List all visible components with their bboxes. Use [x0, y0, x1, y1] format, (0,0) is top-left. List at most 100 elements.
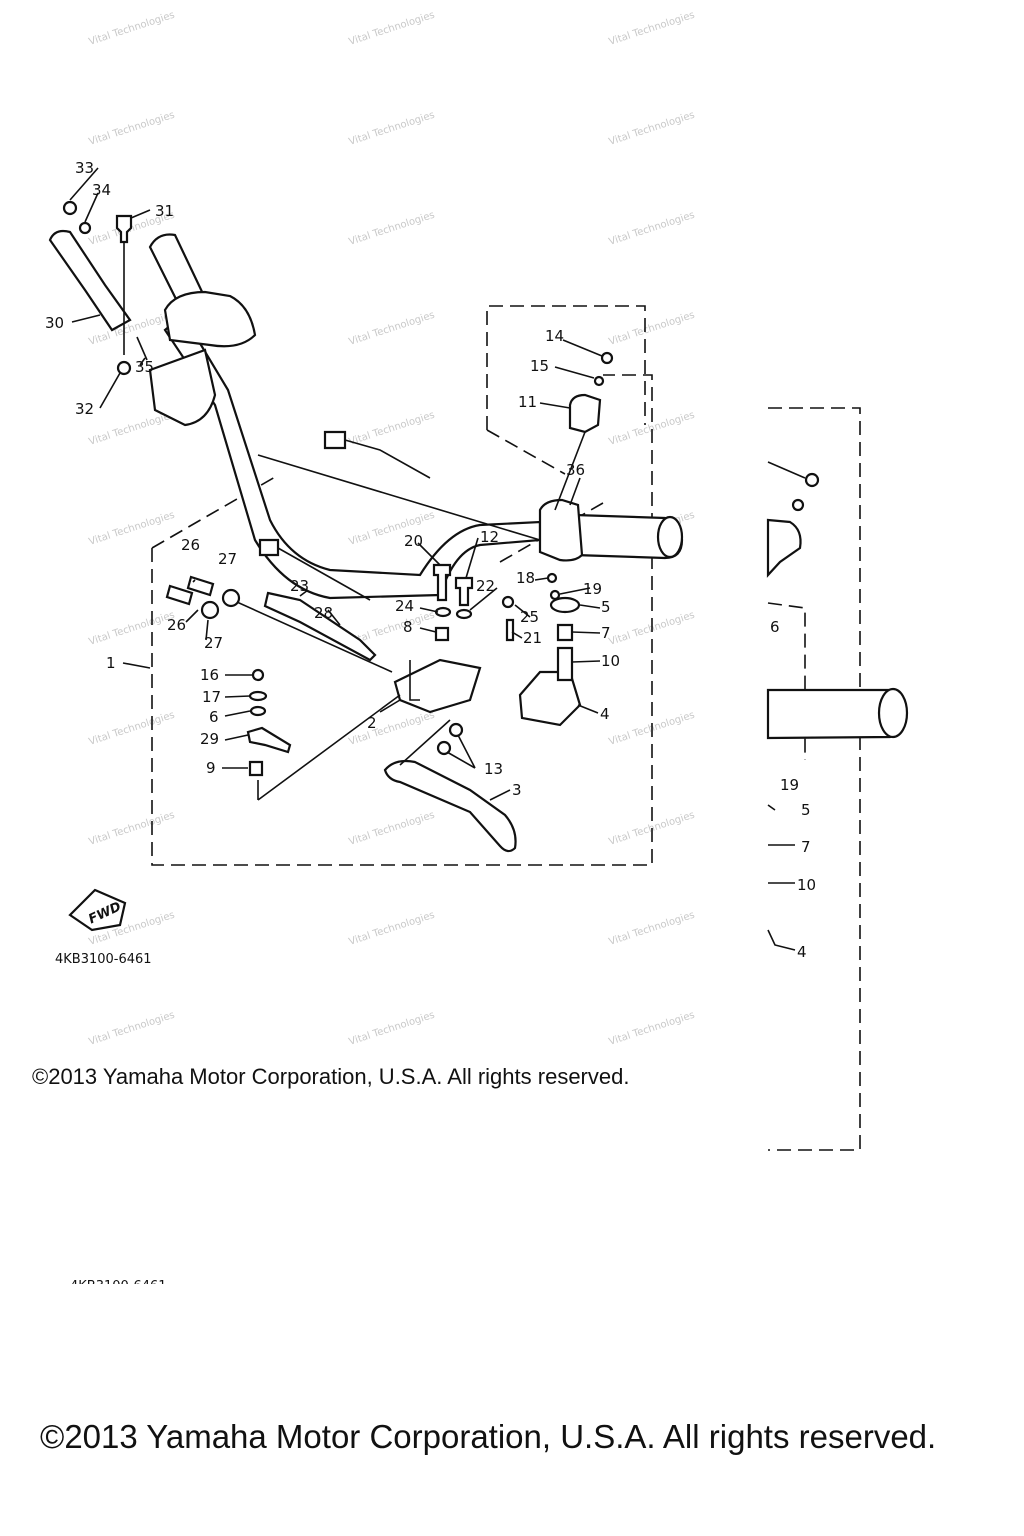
part-code-clipped: 4KB3100-6461	[70, 1279, 167, 1294]
nut-13b	[436, 740, 452, 756]
watermark-text: Vital Technologies	[608, 110, 697, 148]
washer-22	[455, 608, 473, 620]
guide-v-left	[257, 694, 401, 801]
zoom-screw	[804, 472, 820, 488]
zoom-switch	[766, 518, 802, 578]
watermark-text: Vital Technologies	[88, 110, 177, 148]
callout-10: 10	[601, 652, 620, 670]
locknut-27a	[221, 588, 241, 608]
callout-1: 1	[106, 654, 116, 672]
callout-6: 6	[209, 708, 219, 726]
callout-24: 24	[395, 597, 414, 615]
watermark-text: Vital Technologies	[88, 710, 177, 748]
left-lever	[48, 229, 132, 332]
nut-32	[116, 360, 132, 376]
callout-7: 7	[601, 624, 611, 642]
callout-34: 34	[92, 181, 111, 199]
bolt-33	[62, 200, 78, 216]
watermark-text: Vital Technologies	[88, 410, 177, 448]
callout-30: 30	[45, 314, 64, 332]
bolt-20	[432, 563, 452, 602]
watermark-text: Vital Technologies	[348, 110, 437, 148]
cable-28	[263, 591, 377, 662]
callout-22: 22	[476, 577, 495, 595]
part-code-partial: 4KB3100-6461	[70, 1279, 167, 1294]
left-grip	[148, 233, 207, 309]
watermark-text: Vital Technologies	[608, 10, 697, 48]
callout-13: 13	[484, 760, 503, 778]
collar-8	[434, 626, 450, 642]
zoom-callout-6: 6	[770, 618, 780, 636]
zoom-inset-boundary	[768, 407, 861, 1151]
zoom-lead-lines	[767, 461, 806, 951]
screw-16	[251, 668, 265, 682]
connector-upper	[323, 430, 347, 450]
washer-6	[249, 705, 267, 717]
wire-upper	[344, 439, 431, 479]
leader-lines	[69, 167, 603, 801]
callout-5: 5	[601, 598, 611, 616]
callout-21: 21	[523, 629, 542, 647]
zoom-grip-end	[877, 687, 909, 739]
watermark-text: Vital Technologies	[348, 410, 437, 448]
callout-26-bottom: 26	[167, 616, 186, 634]
callout-layer: 33 34 31 30 35 32 14 15 11 36 20 12 22 2…	[45, 159, 816, 961]
left-lever-clamp	[148, 348, 217, 427]
callout-25: 25	[520, 608, 539, 626]
spring-9	[248, 760, 264, 777]
switch-guide-line	[554, 431, 586, 511]
part-code: 4KB3100-6461	[55, 952, 152, 967]
watermark-text: Vital Technologies	[88, 1010, 177, 1048]
zoom-callout-10: 10	[797, 876, 816, 894]
screw-18	[546, 572, 558, 584]
watermark-text: Vital Technologies	[88, 610, 177, 648]
washer-17	[248, 690, 268, 702]
copyright-notice-large: ©2013 Yamaha Motor Corporation, U.S.A. A…	[40, 1418, 937, 1455]
zoom-callout-5: 5	[801, 801, 811, 819]
zoom-callout-19: 19	[780, 776, 799, 794]
washer-15	[593, 375, 605, 387]
pivot-bolt-31	[115, 214, 133, 244]
callout-17: 17	[202, 688, 221, 706]
watermark-text: Vital Technologies	[608, 1010, 697, 1048]
plate-5	[549, 596, 581, 614]
callout-35: 35	[135, 358, 154, 376]
lever-3	[383, 759, 517, 853]
adjuster-26b	[165, 584, 194, 606]
watermark-text: Vital Technologies	[88, 10, 177, 48]
callout-31: 31	[155, 202, 174, 220]
callout-20: 20	[404, 532, 423, 550]
callout-19: 19	[583, 580, 602, 598]
switch-cap-11	[568, 393, 602, 434]
spring-10	[556, 646, 574, 682]
bolt-12	[454, 576, 474, 607]
washer-19	[549, 589, 561, 601]
callout-11: 11	[518, 393, 537, 411]
guide-lever	[399, 660, 451, 766]
zoom-callout-7: 7	[801, 838, 811, 856]
watermark-text: Vital Technologies	[608, 310, 697, 348]
wire-23	[277, 547, 371, 601]
callout-14: 14	[545, 327, 564, 345]
callout-23: 23	[290, 577, 309, 595]
watermark-text: Vital Technologies	[348, 310, 437, 348]
callout-26-top: 26	[181, 536, 200, 554]
lever-holder-2	[393, 658, 482, 714]
watermark-text: Vital Technologies	[348, 10, 437, 48]
washer-24	[434, 606, 452, 618]
fwd-arrow-icon: FWD	[68, 888, 127, 932]
watermark-text: Vital Technologies	[608, 210, 697, 248]
callout-28: 28	[314, 604, 333, 622]
callout-27-bottom: 27	[204, 634, 223, 652]
washer-34	[78, 221, 92, 235]
nut-13a	[448, 722, 464, 738]
callout-15: 15	[530, 357, 549, 375]
screw-14	[600, 351, 614, 365]
bushing-25	[501, 595, 515, 609]
callout-18: 18	[516, 569, 535, 587]
right-switch-housing	[538, 498, 584, 562]
callout-27-top: 27	[218, 550, 237, 568]
watermark-text: Vital Technologies	[88, 810, 177, 848]
cam-29	[246, 726, 292, 754]
